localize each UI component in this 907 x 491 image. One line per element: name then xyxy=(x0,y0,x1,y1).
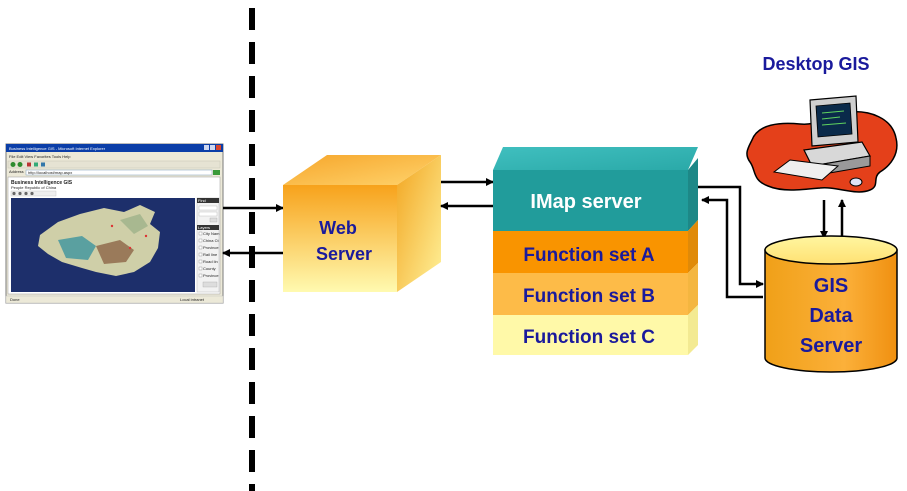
identify-icon xyxy=(30,191,34,196)
layers-apply-button xyxy=(202,281,218,288)
browser-statusbar xyxy=(5,295,224,304)
city-marker xyxy=(128,246,132,250)
screen-line xyxy=(821,122,847,126)
data-to-imap-arrow xyxy=(701,196,763,299)
status-right: Local intranet xyxy=(180,297,205,302)
layer-item: Rail line xyxy=(203,252,218,257)
imap-top-face xyxy=(493,147,698,170)
status-left: Done xyxy=(10,297,20,302)
desktop-gis-computer-icon xyxy=(746,95,898,193)
imap-server-stack xyxy=(493,147,698,355)
layer-item: County xyxy=(203,266,216,271)
close-icon xyxy=(216,145,221,150)
refresh-icon xyxy=(34,162,38,167)
function-set-b-label: Function set B xyxy=(523,286,655,307)
browser-toolbar xyxy=(7,160,221,169)
browser-window: Business Intelligence GIS - Microsoft In… xyxy=(5,143,224,304)
layer-item: China Ct xyxy=(203,238,219,243)
cylinder-top xyxy=(764,235,898,265)
find-field xyxy=(198,211,218,217)
maximize-icon xyxy=(210,145,215,150)
city-marker xyxy=(110,224,114,228)
mouse xyxy=(849,177,863,187)
find-panel-header xyxy=(197,198,219,203)
data-server-label-line1: GIS xyxy=(814,275,848,297)
function-a-side-face xyxy=(688,220,698,273)
imap-front-face xyxy=(493,170,688,231)
web-server-label-line1: Web xyxy=(319,218,357,238)
map-region-northeast xyxy=(120,214,148,234)
monitor-screen xyxy=(815,102,853,138)
web-server-front-face xyxy=(283,185,397,292)
function-set-c-label: Function set C xyxy=(523,327,655,348)
browser-titlebar xyxy=(6,144,223,152)
map-region-west xyxy=(58,236,96,260)
data-server-label-line3: Server xyxy=(800,335,862,357)
layer-item: Province xyxy=(203,245,219,250)
function-set-c-block xyxy=(493,315,688,355)
forward-icon xyxy=(17,162,23,167)
zoom-out-icon xyxy=(18,191,22,196)
data-server-label-line2: Data xyxy=(809,305,853,327)
desktop-gis-title: Desktop GIS xyxy=(762,54,869,74)
find-button xyxy=(209,217,218,223)
web-server-top-face xyxy=(283,155,441,185)
stop-icon xyxy=(27,162,31,167)
function-set-b-block xyxy=(493,273,688,315)
cylinder-body xyxy=(764,249,898,373)
address-value: http://localhost/map.aspx xyxy=(28,170,72,175)
layers-list: City Nam China Ct Province Rail line Roa… xyxy=(198,231,220,278)
go-button xyxy=(213,170,220,175)
address-field xyxy=(25,169,213,176)
imap-side-face xyxy=(688,158,698,231)
home-icon xyxy=(41,162,45,167)
function-b-side-face xyxy=(688,263,698,315)
layer-item: Road lin xyxy=(203,259,218,264)
imap-to-data-arrow xyxy=(698,185,764,288)
address-label: Address xyxy=(9,169,24,174)
keyboard xyxy=(772,159,840,181)
page-subtitle: People Republic of China xyxy=(11,185,57,190)
browser-menubar: File Edit View Favorites Tools Help xyxy=(9,154,71,159)
screen-line xyxy=(821,116,841,120)
find-panel-label: Find xyxy=(198,198,206,203)
web-server-cube xyxy=(283,155,441,292)
page-title: Business Intelligence GIS xyxy=(11,180,73,186)
web-server-label-line2: Server xyxy=(316,244,372,264)
imap-server-label: IMap server xyxy=(530,191,641,213)
layer-item: City Nam xyxy=(203,231,220,236)
function-c-side-face xyxy=(688,305,698,355)
layers-title: Layers xyxy=(198,225,210,230)
gis-data-server-cylinder xyxy=(764,235,898,373)
web-server-side-face xyxy=(397,155,441,292)
back-icon xyxy=(10,162,16,167)
minimize-icon xyxy=(204,145,209,150)
city-marker xyxy=(144,234,148,238)
pan-icon xyxy=(24,191,28,196)
find-field xyxy=(198,205,218,211)
layers-header xyxy=(197,225,219,230)
screen-line xyxy=(821,110,845,114)
map-region-central xyxy=(96,240,134,264)
zoom-in-icon xyxy=(12,191,16,196)
function-set-a-label: Function set A xyxy=(523,245,655,266)
browser-window-title: Business Intelligence GIS - Microsoft In… xyxy=(9,146,106,151)
function-set-a-block xyxy=(493,231,688,273)
layer-item: Province xyxy=(203,273,219,278)
